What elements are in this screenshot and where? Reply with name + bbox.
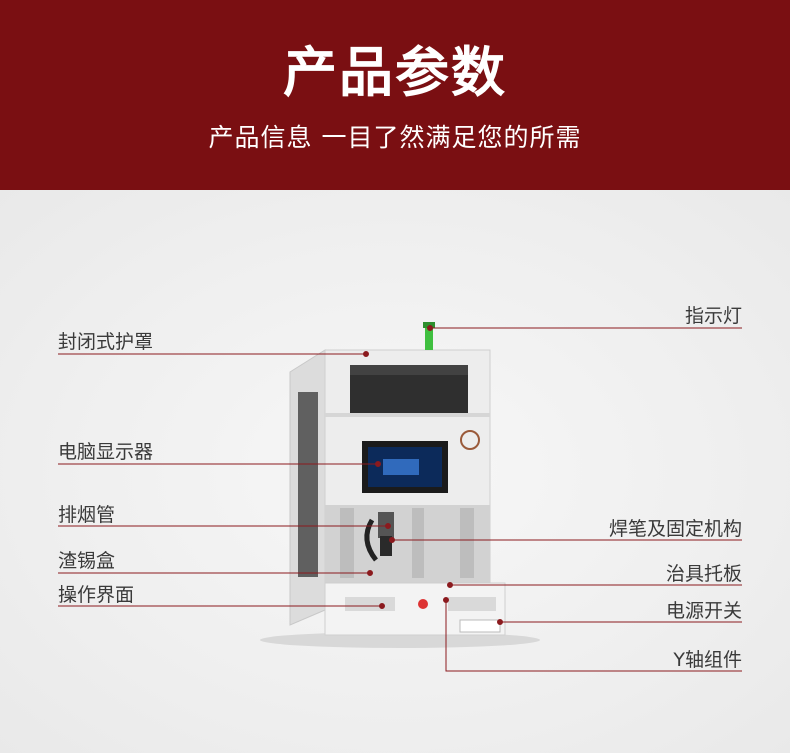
- callout-indicator-light: 指示灯: [684, 305, 742, 327]
- callout-fixture-plate: 治具托板: [665, 563, 742, 585]
- page-title: 产品参数: [283, 41, 507, 104]
- callout-enclosure: 封闭式护罩: [58, 331, 154, 353]
- callout-soldering-iron-mount: 焊笔及固定机构: [608, 518, 742, 540]
- header-banner: 产品参数 产品信息 一目了然满足您的所需: [0, 0, 790, 190]
- page-subtitle: 产品信息 一目了然满足您的所需: [208, 123, 582, 152]
- callout-y-axis-assembly: Y轴组件: [673, 649, 742, 671]
- callout-exhaust-pipe: 排烟管: [58, 504, 116, 526]
- callout-power-switch: 电源开关: [665, 600, 742, 622]
- callout-dross-box: 渣锡盒: [58, 550, 116, 572]
- callout-monitor: 电脑显示器: [58, 441, 154, 463]
- callout-operation-panel: 操作界面: [58, 584, 135, 606]
